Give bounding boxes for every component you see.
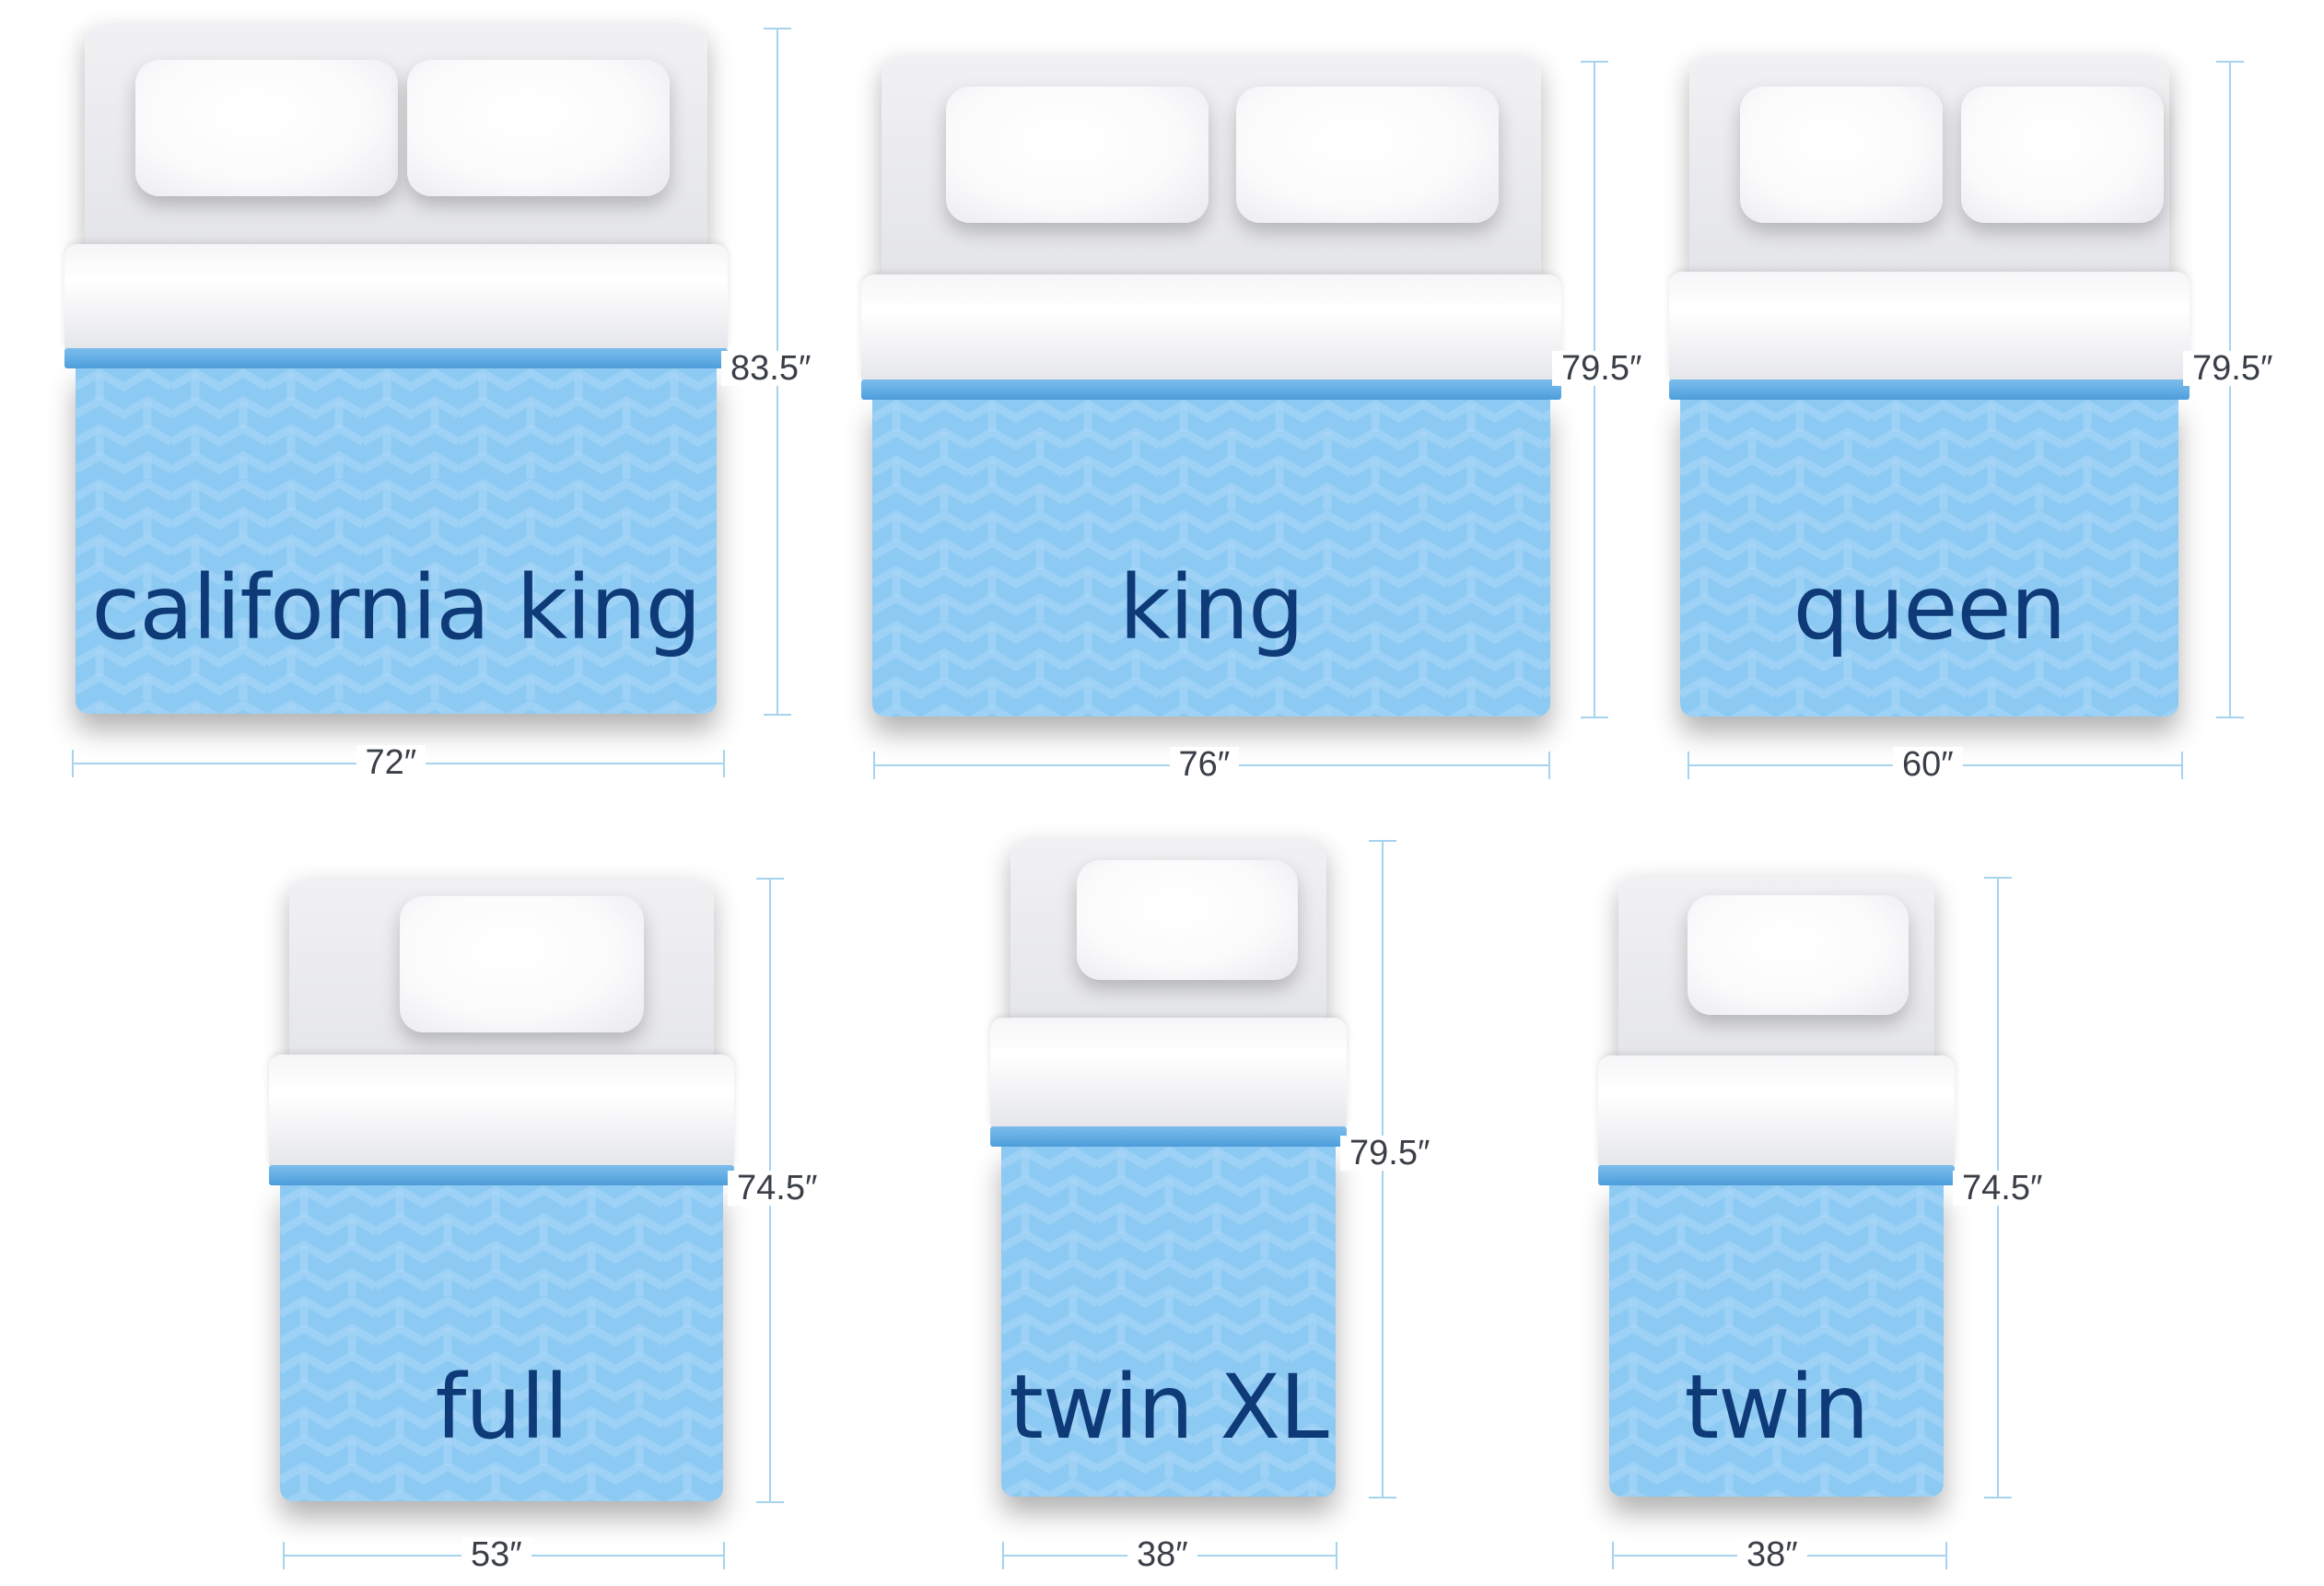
- blanket-trim: [64, 348, 728, 368]
- width-dimension-value: 76″: [1169, 747, 1240, 782]
- bed-size-label: queen: [1793, 556, 2067, 659]
- length-dimension-cap: [756, 1501, 784, 1503]
- length-dimension-value: 79.5″: [1552, 351, 1652, 386]
- bed-california-king: california king: [64, 26, 728, 714]
- length-dimension-cap: [2216, 717, 2244, 718]
- length-dimension-cap: [764, 714, 791, 716]
- width-dimension-cap: [283, 1542, 285, 1569]
- length-dimension-line: [2229, 61, 2231, 717]
- pillow-icon: [407, 60, 670, 196]
- width-dimension-value: 53″: [461, 1537, 531, 1572]
- blanket-pattern-icon: [1680, 400, 2178, 717]
- width-dimension-cap: [1945, 1542, 1947, 1569]
- blanket-pattern-icon: [76, 368, 717, 714]
- blanket-trim: [990, 1126, 1347, 1147]
- blanket-pattern-icon: [280, 1185, 723, 1501]
- pillow-icon: [1961, 87, 2164, 223]
- bed-size-label: king: [1118, 556, 1304, 659]
- blanket: queen: [1680, 400, 2178, 717]
- length-dimension-value: 74.5″: [728, 1171, 827, 1206]
- length-dimension-value: 79.5″: [2183, 351, 2283, 386]
- pillow-icon: [400, 896, 644, 1032]
- bed-size-label: twin: [1684, 1356, 1870, 1459]
- length-dimension-cap: [1581, 717, 1608, 718]
- folded-sheet: [269, 1055, 734, 1165]
- bed-twin: twin: [1598, 877, 1955, 1497]
- length-dimension-cap: [1984, 877, 2012, 879]
- folded-sheet: [64, 244, 728, 348]
- width-dimension-cap: [723, 1542, 725, 1569]
- length-dimension-value: 74.5″: [1953, 1171, 2052, 1206]
- blanket: full: [280, 1185, 723, 1501]
- length-dimension-line: [1594, 61, 1595, 717]
- pillow-icon: [1740, 87, 1943, 223]
- width-dimension-cap: [72, 750, 74, 777]
- width-dimension-cap: [1002, 1542, 1004, 1569]
- length-dimension-cap: [764, 28, 791, 29]
- folded-sheet: [1598, 1055, 1955, 1165]
- bed-queen: queen: [1669, 57, 2190, 717]
- length-dimension-cap: [2216, 61, 2244, 63]
- bed-size-label: twin XL: [1009, 1356, 1328, 1459]
- bed-twin-xl: twin XL: [990, 840, 1347, 1497]
- width-dimension-cap: [1688, 752, 1689, 779]
- bed-full: full: [269, 880, 734, 1501]
- blanket-trim: [861, 379, 1561, 400]
- length-dimension-value: 83.5″: [721, 351, 821, 386]
- pillow-icon: [946, 87, 1209, 223]
- length-dimension-cap: [1369, 840, 1396, 842]
- bed-size-label: california king: [91, 556, 701, 659]
- blanket-trim: [269, 1165, 734, 1185]
- pillow-icon: [1688, 895, 1909, 1015]
- length-dimension-cap: [1581, 61, 1608, 63]
- width-dimension-value: 38″: [1737, 1537, 1807, 1572]
- length-dimension-cap: [1369, 1497, 1396, 1499]
- bed-king: king: [861, 57, 1561, 717]
- folded-sheet: [1669, 272, 2190, 379]
- width-dimension-value: 72″: [356, 745, 426, 780]
- pillow-icon: [1236, 87, 1499, 223]
- blanket-pattern-icon: [872, 400, 1550, 717]
- width-dimension-value: 38″: [1127, 1537, 1197, 1572]
- width-dimension-cap: [1336, 1542, 1337, 1569]
- blanket-pattern-icon: [1001, 1147, 1336, 1497]
- blanket: twin: [1609, 1185, 1944, 1497]
- width-dimension-cap: [2181, 752, 2183, 779]
- blanket: california king: [76, 368, 717, 714]
- width-dimension-cap: [1548, 752, 1550, 779]
- folded-sheet: [861, 274, 1561, 379]
- length-dimension-value: 79.5″: [1340, 1136, 1440, 1171]
- width-dimension-cap: [723, 750, 725, 777]
- blanket-trim: [1598, 1165, 1955, 1185]
- blanket: king: [872, 400, 1550, 717]
- bed-size-label: full: [435, 1356, 569, 1459]
- length-dimension-cap: [756, 878, 784, 880]
- width-dimension-cap: [873, 752, 875, 779]
- width-dimension-cap: [1612, 1542, 1614, 1569]
- blanket-trim: [1669, 379, 2190, 400]
- pillow-icon: [1077, 860, 1298, 980]
- length-dimension-cap: [1984, 1497, 2012, 1499]
- width-dimension-value: 60″: [1893, 747, 1963, 782]
- blanket-pattern-icon: [1609, 1185, 1944, 1497]
- blanket: twin XL: [1001, 1147, 1336, 1497]
- pillow-icon: [135, 60, 398, 196]
- folded-sheet: [990, 1018, 1347, 1126]
